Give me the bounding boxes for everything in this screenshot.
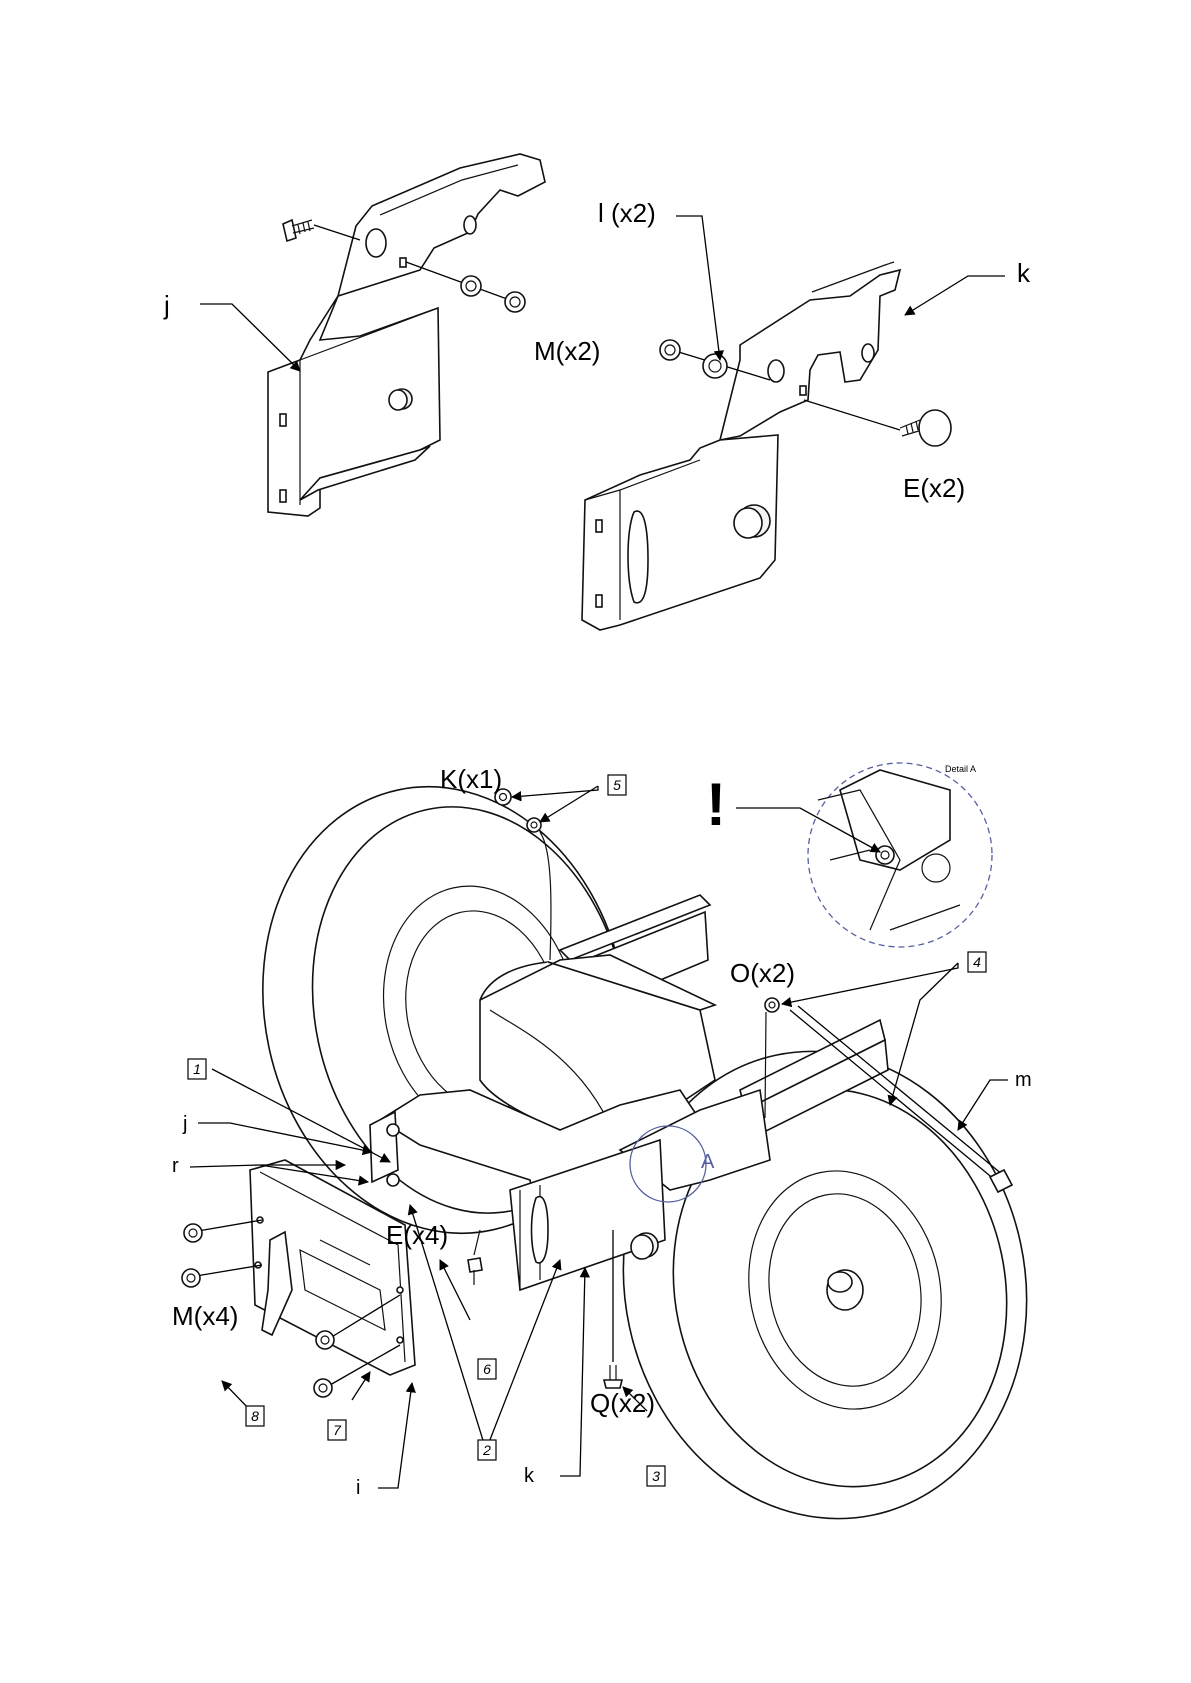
label-e-bottom: E(x4) xyxy=(386,1220,448,1250)
label-l-top: l (x2) xyxy=(598,198,656,228)
step-box-8: 8 xyxy=(246,1406,264,1426)
label-o-washer: O(x2) xyxy=(730,958,795,988)
svg-text:1: 1 xyxy=(193,1061,201,1077)
label-m-bottom: M(x4) xyxy=(172,1301,238,1331)
top-view: j l (x2) k M(x2) E(x2) xyxy=(163,154,1031,630)
nuts-m-top-part xyxy=(406,262,525,312)
detail-a-title: Detail A xyxy=(945,764,976,774)
bracket-j-part xyxy=(268,154,545,516)
label-m-top: M(x2) xyxy=(534,336,600,366)
detail-a-inset: Detail A xyxy=(808,763,992,947)
label-k-top: k xyxy=(1017,258,1031,288)
step-box-7: 7 xyxy=(328,1420,346,1440)
svg-text:2: 2 xyxy=(482,1442,491,1458)
bolt-e-bottom-part xyxy=(468,1230,482,1285)
svg-text:3: 3 xyxy=(652,1468,660,1484)
label-j-bottom: j xyxy=(182,1113,187,1135)
label-i: i xyxy=(356,1477,360,1499)
bolt-e-left-part xyxy=(283,220,360,241)
bolt-e-right-part xyxy=(804,400,951,446)
bracket-k-part xyxy=(582,262,900,630)
label-e-top: E(x2) xyxy=(903,473,965,503)
svg-text:7: 7 xyxy=(333,1422,342,1438)
label-a-detail: A xyxy=(701,1151,715,1173)
step-box-2: 2 xyxy=(478,1440,496,1460)
step-box-1: 1 xyxy=(188,1059,206,1079)
step-box-3: 3 xyxy=(647,1466,665,1486)
label-r: r xyxy=(172,1155,179,1177)
label-k-nut: K(x1) xyxy=(440,764,502,794)
label-j-top: j xyxy=(163,290,170,320)
svg-text:4: 4 xyxy=(973,954,981,970)
svg-text:6: 6 xyxy=(483,1361,491,1377)
svg-text:5: 5 xyxy=(613,777,621,793)
step-box-4: 4 xyxy=(968,952,986,972)
step-box-5: 5 xyxy=(608,775,626,795)
label-m-rod: m xyxy=(1015,1069,1032,1091)
bottom-view: Detail A ! 1 xyxy=(172,752,1069,1556)
label-q: Q(x2) xyxy=(590,1388,655,1418)
warning-mark: ! xyxy=(706,771,726,838)
step-box-6: 6 xyxy=(478,1359,496,1379)
label-k-bottom: k xyxy=(524,1465,535,1487)
svg-text:8: 8 xyxy=(251,1408,259,1424)
